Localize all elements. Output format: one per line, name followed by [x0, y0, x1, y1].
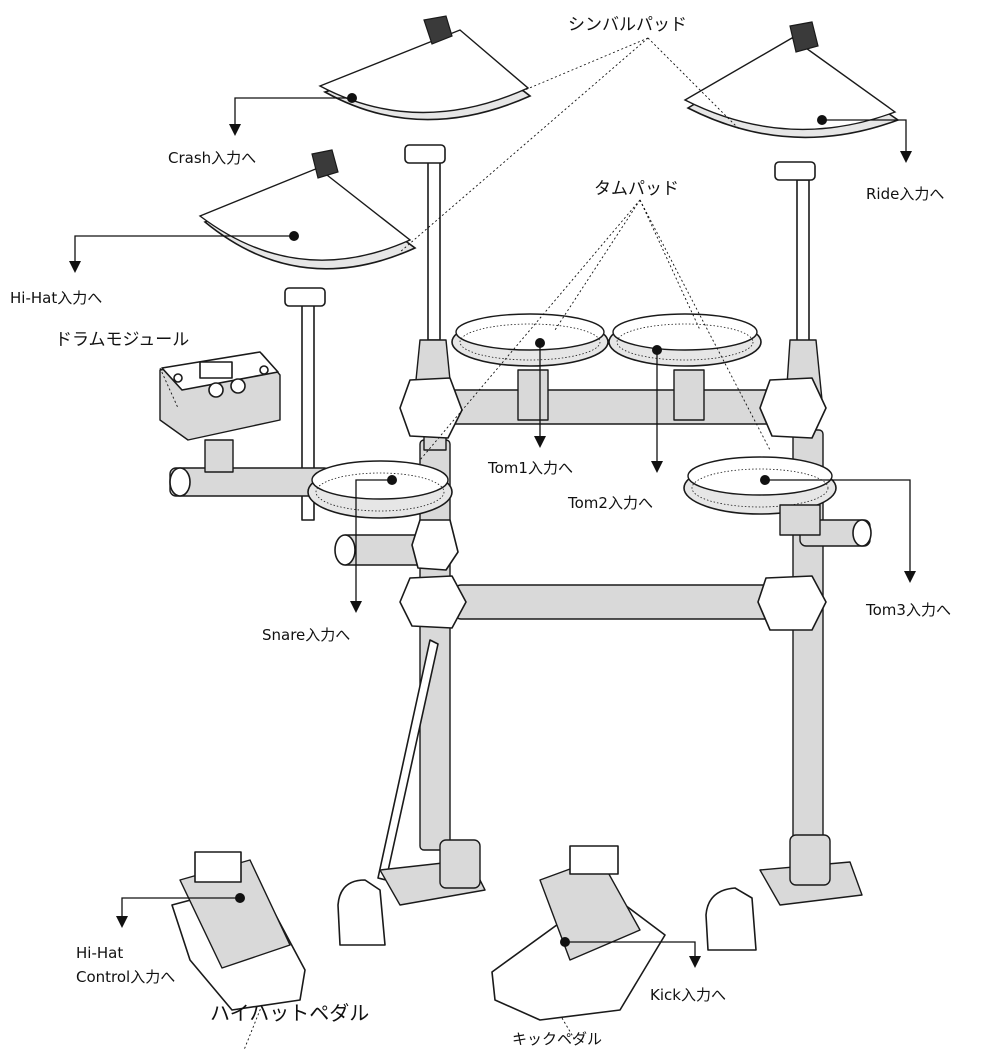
left-foot-cap: [337, 879, 386, 946]
tom1-pad-ring: [459, 323, 601, 361]
clamp-snare: [411, 519, 459, 571]
callout-cymbal-to-hihat: [399, 37, 649, 253]
arrow-tom2: [651, 350, 663, 473]
crash-cymbal-wingnut: [423, 15, 453, 45]
arrow-tom3: [765, 479, 916, 583]
drum-module-button-2: [259, 365, 269, 375]
tom3-mount: [779, 504, 821, 536]
right-foot-cap: [705, 887, 757, 951]
snare-arm-cap: [334, 534, 356, 566]
arrow-kick: [565, 941, 701, 968]
callout-hihat-pedal: [243, 1004, 263, 1050]
tom2-mount: [673, 369, 705, 421]
callout-drum-module: [159, 367, 179, 409]
label-hihat-pedal: ハイハットペダル: [210, 1001, 369, 1025]
tom2-pad: [608, 313, 762, 421]
label-hihat: Hi-Hat入力へ: [10, 289, 102, 307]
arrow-ride: [822, 119, 912, 163]
snare-pad: [307, 460, 453, 519]
kick-pedal-beater-housing: [569, 845, 619, 875]
upper-crossbar: [439, 389, 796, 425]
label-tom1: Tom1入力へ: [487, 459, 573, 477]
ride-cymbal-wingnut: [789, 21, 819, 53]
callout-tom-to-tom2: [639, 199, 701, 331]
hihat-pedal: [171, 851, 306, 1011]
label-ride: Ride入力へ: [866, 185, 944, 203]
drum-module-knob-2: [230, 378, 246, 394]
left-foot-joint: [439, 839, 481, 889]
tom1-mount: [517, 369, 549, 421]
arrow-snare: [350, 479, 392, 613]
label-tom2: Tom2入力へ: [567, 494, 653, 512]
arrow-crash: [229, 97, 352, 136]
hihat-cymbal-holder: [284, 287, 326, 307]
arrow-hihat: [69, 235, 294, 273]
ride-cymbal-holder: [774, 161, 816, 181]
callout-cymbal-to-crash: [519, 37, 649, 93]
ride-cymbal-post: [796, 179, 810, 351]
callout-tom-to-snare: [419, 199, 641, 461]
label-drum-module: ドラムモジュール: [55, 330, 189, 350]
hihat-pedal-heel: [194, 851, 242, 883]
crash-cymbal: [318, 15, 532, 164]
label-tom3: Tom3入力へ: [865, 601, 951, 619]
tom3-pad: [683, 456, 837, 536]
crash-cymbal-holder: [404, 144, 446, 164]
hihat-cymbal-surface: [198, 167, 412, 261]
left-side-arm: [169, 467, 331, 497]
label-crash: Crash入力へ: [168, 149, 256, 167]
hihat-cymbal-wingnut: [311, 149, 339, 179]
tom2-pad-head: [612, 313, 758, 351]
label-hihat-control-2: Control入力へ: [76, 968, 175, 986]
arrow-hihat-control: [116, 897, 240, 928]
right-foot-joint: [789, 834, 831, 886]
drum-module-mount: [204, 439, 234, 473]
drum-module: [159, 351, 281, 473]
left-arm-cap: [169, 467, 191, 497]
rack-frame: [169, 159, 872, 951]
callout-cymbal-to-ride: [647, 37, 741, 131]
clamp-upper-left: [399, 377, 463, 439]
hihat-cymbal: [198, 149, 417, 307]
drum-module-button-1: [173, 373, 183, 383]
tom3-arm-cap: [852, 519, 872, 547]
tom1-pad: [451, 313, 609, 421]
crash-cymbal-post: [427, 159, 441, 341]
snare-pad-ring: [315, 472, 445, 512]
callout-tom-to-tom3: [639, 199, 771, 451]
kick-pedal: [491, 845, 666, 1021]
tom2-pad-ring: [616, 323, 754, 361]
tom3-pad-head: [687, 456, 833, 496]
lower-crossbar: [454, 584, 776, 620]
drum-module-display: [199, 361, 233, 379]
tom3-pad-ring: [691, 468, 829, 508]
clamp-lower-left: [399, 575, 467, 629]
label-kick-pedal: キックペダル: [512, 1030, 602, 1048]
callout-tom-to-tom1: [554, 199, 641, 331]
label-kick: Kick入力へ: [650, 986, 726, 1004]
ride-cymbal-surface: [683, 37, 897, 130]
tom1-pad-head: [455, 313, 605, 351]
label-hihat-control-1: Hi-Hat: [76, 944, 123, 962]
arrow-tom1: [534, 343, 546, 448]
ride-cymbal: [683, 21, 900, 181]
label-snare: Snare入力へ: [262, 626, 350, 644]
clamp-lower-right: [757, 575, 827, 631]
label-tom-pads: タムパッド: [594, 179, 679, 199]
label-cymbal-pads: シンバルパッド: [568, 15, 687, 35]
drum-module-knob-1: [208, 382, 224, 398]
clamp-upper-right: [759, 377, 827, 439]
